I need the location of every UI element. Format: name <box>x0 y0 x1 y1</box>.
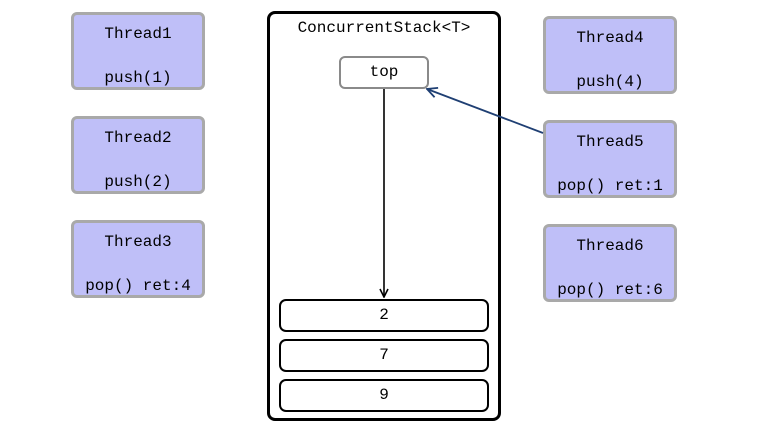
stack-node-2: 7 <box>279 339 489 372</box>
thread-name: Thread6 <box>576 237 644 255</box>
thread-box-6: Thread6 pop() ret:6 <box>543 224 677 302</box>
thread-operation: pop() ret:4 <box>85 277 191 295</box>
thread-name: Thread4 <box>576 29 644 47</box>
thread-name: Thread2 <box>104 129 172 147</box>
thread5-to-top-arrow <box>427 89 544 134</box>
thread-name: Thread1 <box>104 25 172 43</box>
thread-operation: push(1) <box>104 69 172 87</box>
thread-box-4: Thread4 push(4) <box>543 16 677 94</box>
thread-box-3: Thread3 pop() ret:4 <box>71 220 205 298</box>
thread-operation: push(2) <box>104 173 172 191</box>
thread-operation: push(4) <box>576 73 644 91</box>
thread-box-5: Thread5 pop() ret:1 <box>543 120 677 198</box>
top-pointer-box: top <box>339 56 429 89</box>
thread-box-2: Thread2 push(2) <box>71 116 205 194</box>
thread-name: Thread5 <box>576 133 644 151</box>
thread-operation: pop() ret:6 <box>557 281 663 299</box>
concurrent-stack-container <box>267 11 501 421</box>
thread-box-1: Thread1 push(1) <box>71 12 205 90</box>
thread-operation: pop() ret:1 <box>557 177 663 195</box>
thread-name: Thread3 <box>104 233 172 251</box>
stack-node-1: 2 <box>279 299 489 332</box>
stack-node-3: 9 <box>279 379 489 412</box>
stack-title: ConcurrentStack<T> <box>297 19 471 37</box>
